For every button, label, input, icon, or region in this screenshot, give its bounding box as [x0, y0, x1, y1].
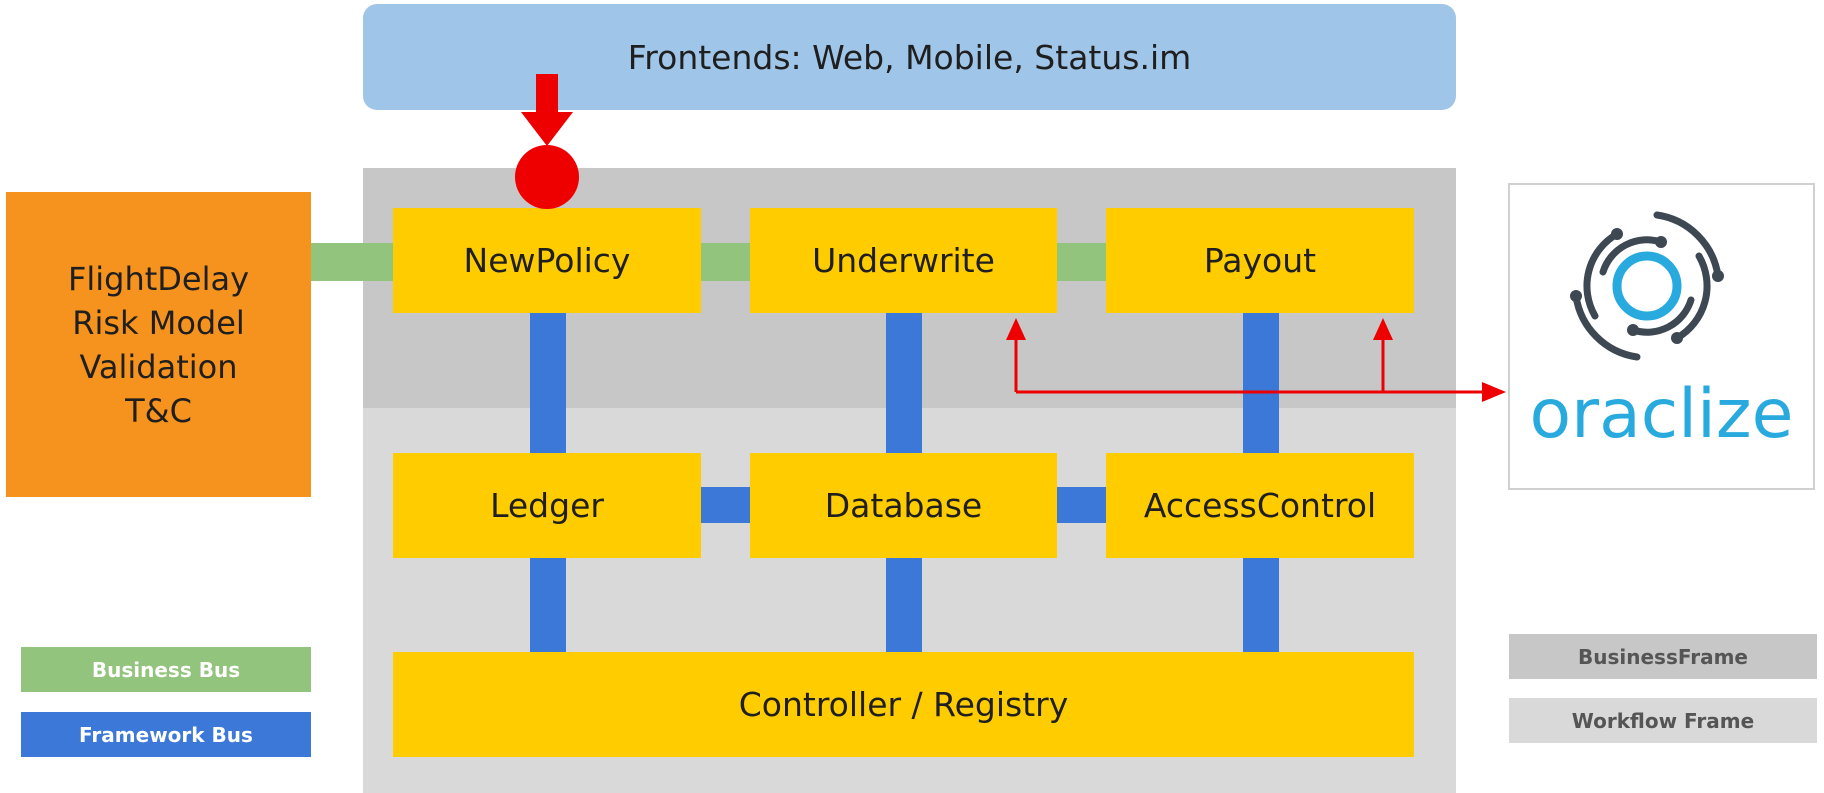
newpolicy-box: NewPolicy — [393, 208, 701, 313]
controller-registry-label: Controller / Registry — [738, 685, 1069, 724]
database-label: Database — [824, 486, 983, 525]
ledger-box: Ledger — [393, 453, 701, 558]
underwrite-label: Underwrite — [812, 241, 995, 280]
legend-business-frame: BusinessFrame — [1509, 634, 1817, 679]
framework-bus-connector — [1057, 487, 1106, 523]
framework-bus-connector — [701, 487, 750, 523]
risk-model-line: T&C — [125, 391, 192, 430]
risk-model-line: Validation — [79, 347, 238, 386]
payout-label: Payout — [1203, 241, 1317, 280]
controller-registry-box: Controller / Registry — [393, 652, 1414, 757]
risk-model-line: Risk Model — [72, 303, 245, 342]
ledger-label: Ledger — [490, 486, 604, 525]
payout-box: Payout — [1106, 208, 1414, 313]
framework-bus-connector — [886, 555, 922, 653]
framework-bus-connector — [1243, 310, 1279, 455]
oraclize-logo-text: oraclize — [1529, 375, 1794, 454]
frontends-bar: Frontends: Web, Mobile, Status.im — [363, 4, 1456, 110]
arrow-head-oracle — [1482, 382, 1506, 402]
risk-model-box: FlightDelay Risk Model Validation T&C — [6, 192, 311, 497]
underwrite-box: Underwrite — [750, 208, 1057, 313]
newpolicy-label: NewPolicy — [463, 241, 631, 280]
framework-bus-connector — [1243, 555, 1279, 653]
legend-framework-bus: Framework Bus — [21, 712, 311, 757]
business-bus-connector — [1057, 243, 1106, 281]
legend-workflow-frame: Workflow Frame — [1509, 698, 1817, 743]
accesscontrol-label: AccessControl — [1143, 486, 1377, 525]
entry-arrow-head — [521, 112, 573, 146]
business-bus-connector — [701, 243, 750, 281]
business-bus-connector — [311, 243, 393, 281]
framework-bus-connector — [530, 555, 566, 653]
database-box: Database — [750, 453, 1057, 558]
legend-business-bus: Business Bus — [21, 647, 311, 692]
framework-bus-connector — [886, 310, 922, 455]
risk-model-line: FlightDelay — [67, 259, 250, 298]
accesscontrol-box: AccessControl — [1106, 453, 1414, 558]
framework-bus-connector — [530, 310, 566, 455]
